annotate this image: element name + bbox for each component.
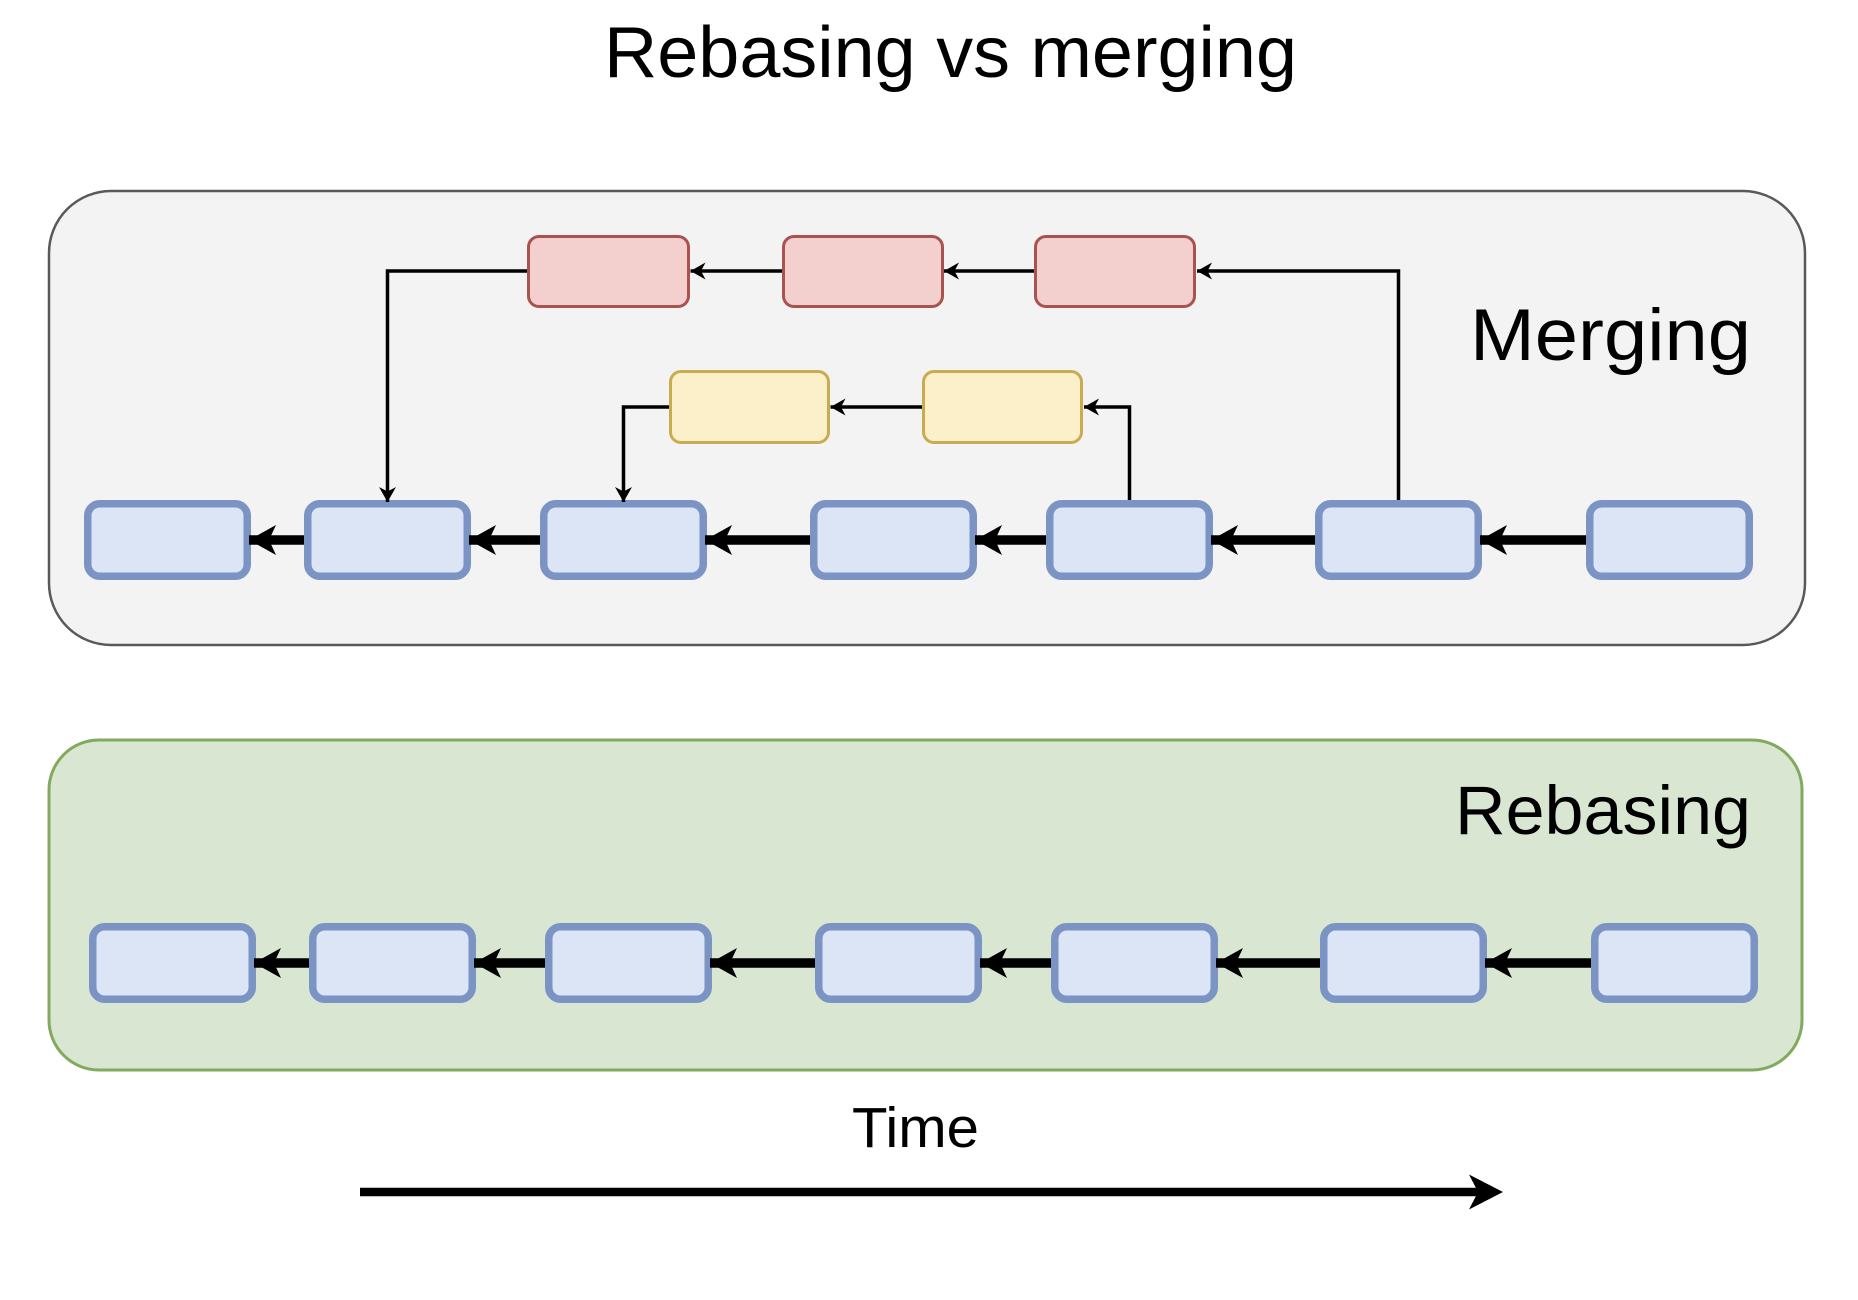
svg-text:Merging: Merging [1470,295,1751,376]
svg-text:Rebasing: Rebasing [1455,772,1751,849]
svg-text:Time: Time [852,1096,979,1159]
svg-text:Rebasing vs merging: Rebasing vs merging [604,13,1297,93]
